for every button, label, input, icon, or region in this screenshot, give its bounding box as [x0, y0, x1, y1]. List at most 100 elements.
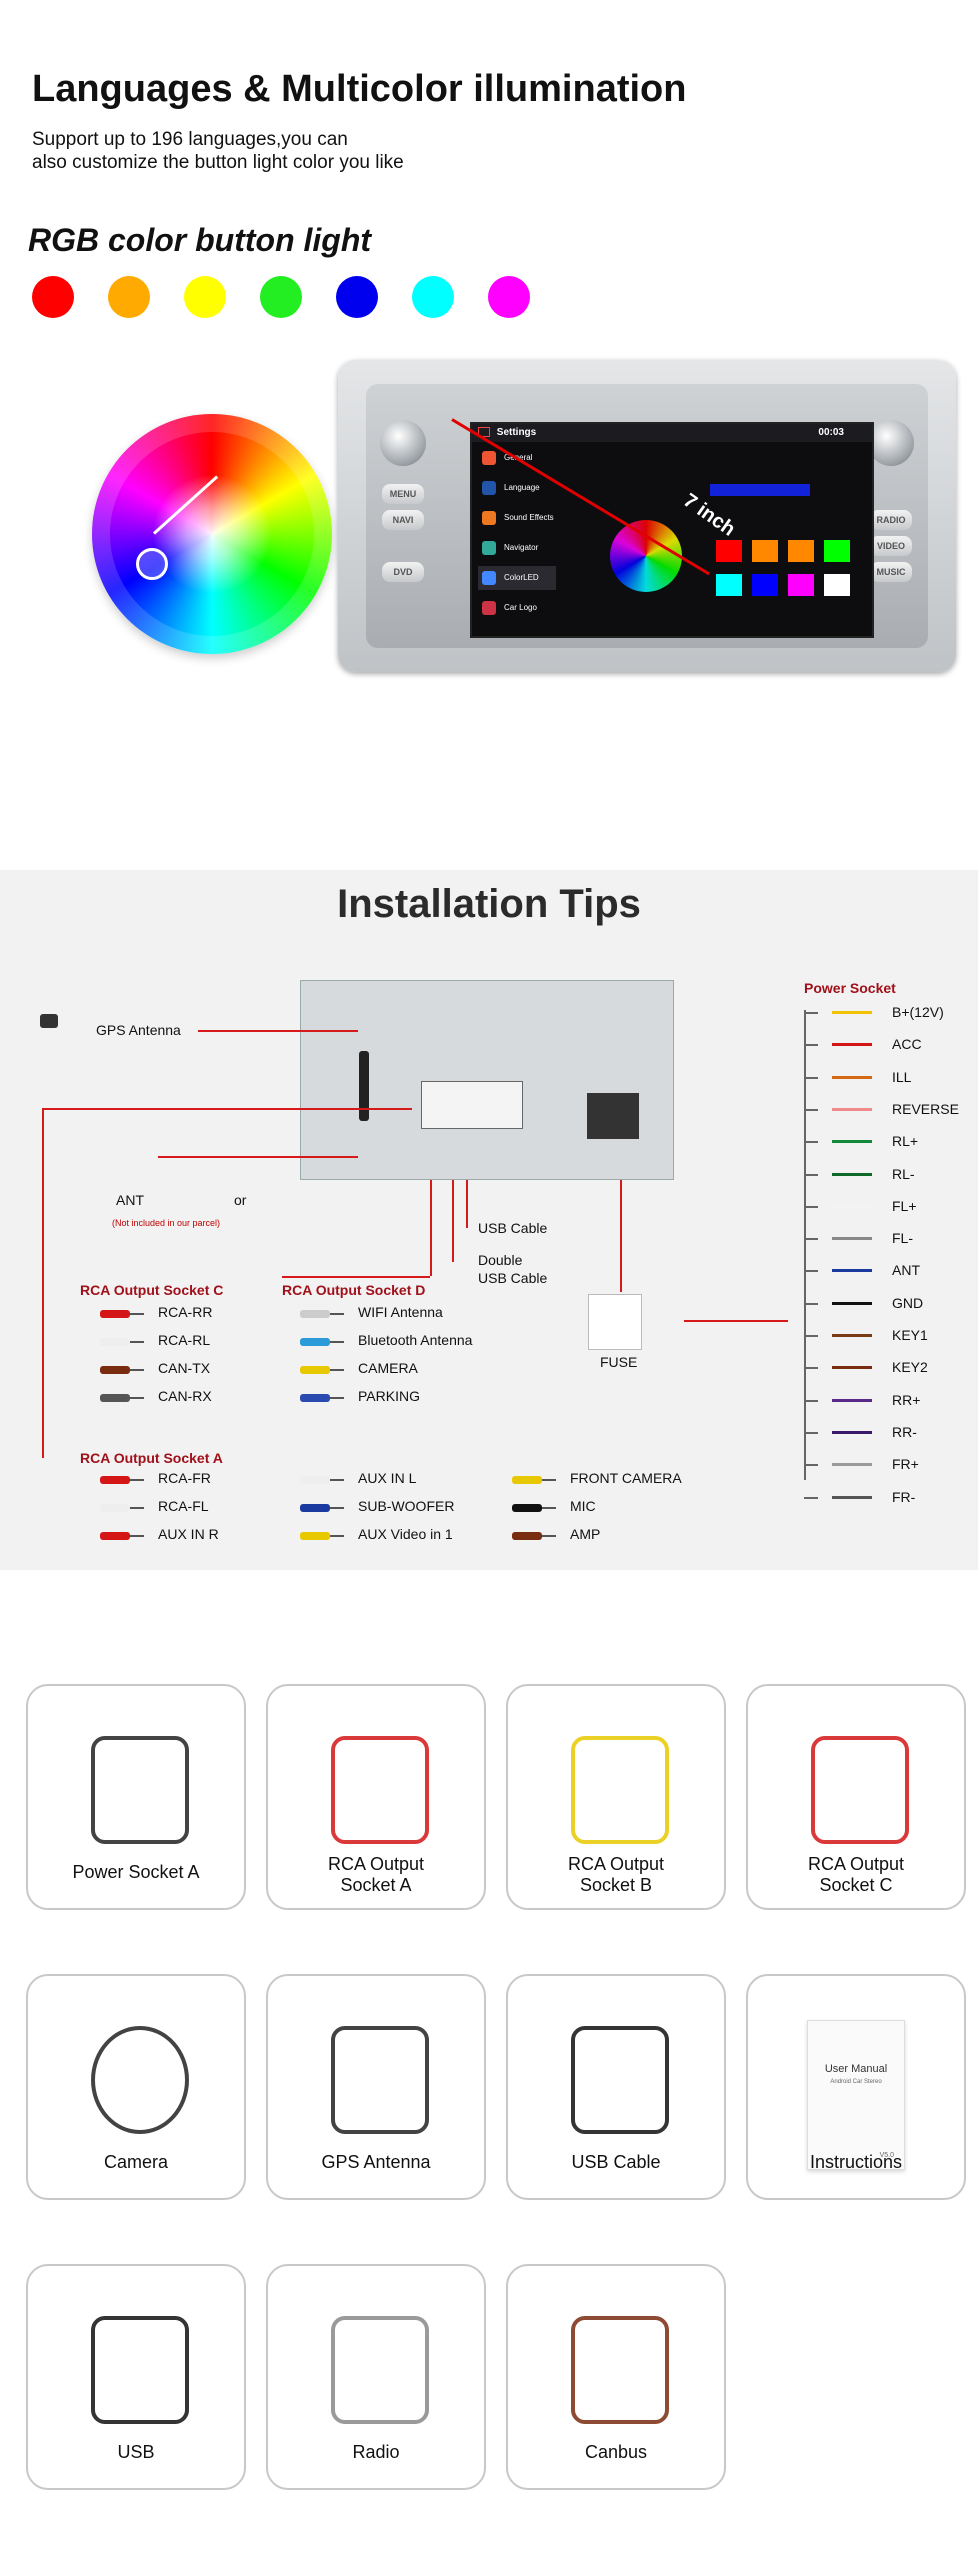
color-swatch — [824, 540, 850, 562]
power-label: RR+ — [892, 1391, 921, 1408]
double-usb-line — [452, 1180, 454, 1262]
power-connector — [587, 1093, 639, 1139]
socket-d-title: RCA Output Socket D — [282, 1282, 426, 1298]
power-tick — [804, 1464, 818, 1467]
color-wheel-center — [152, 474, 272, 594]
accessory-label: RCA Output — [567, 1854, 665, 1874]
power-tick — [804, 1399, 818, 1402]
rca-plug — [100, 1504, 144, 1512]
screen-clock: 00:03 — [818, 427, 844, 438]
fuse-line — [620, 1180, 622, 1292]
color-swatch — [716, 540, 742, 562]
power-wire — [832, 1075, 872, 1079]
accessory-shape — [331, 2026, 429, 2134]
power-bracket — [804, 1010, 806, 1480]
accessory-image — [61, 1716, 211, 1856]
color-swatch — [716, 574, 742, 596]
power-tick — [804, 1141, 818, 1144]
accessory-label: Instructions — [809, 2152, 903, 2172]
socket-d-line — [282, 1276, 430, 1278]
power-wire — [832, 1366, 872, 1370]
accessory-shape — [91, 1736, 189, 1844]
rca-label: RCA-RR — [158, 1304, 213, 1320]
color-swatch — [824, 574, 850, 596]
power-wire — [832, 1269, 872, 1273]
color-dot — [336, 276, 378, 318]
accessory-shape — [571, 2316, 669, 2424]
rca-plug — [300, 1532, 344, 1540]
power-label: KEY2 — [892, 1359, 928, 1376]
rca-plug — [512, 1532, 556, 1540]
color-swatch — [752, 540, 778, 562]
rca-plug — [300, 1394, 344, 1402]
head-unit-face: MENU NAVI DVD RADIO VIDEO MUSIC Settings… — [366, 384, 928, 648]
power-wire — [832, 1495, 872, 1499]
power-socket-title: Power Socket — [804, 980, 896, 996]
rca-plug — [100, 1366, 144, 1374]
settings-icon — [482, 571, 496, 585]
socket-a-hline — [42, 1108, 412, 1110]
socket-a-title: RCA Output Socket A — [80, 1450, 223, 1466]
accessory-card: Camera — [26, 1974, 246, 2200]
color-dot — [412, 276, 454, 318]
accessory-label: Radio — [352, 2442, 400, 2462]
rca-plug — [100, 1310, 144, 1318]
rca-label: RCA-FL — [158, 1498, 209, 1514]
rca-label: AUX Video in 1 — [358, 1526, 453, 1542]
not-included-note: (Not included in our parcel) — [112, 1218, 221, 1228]
power-label: ANT — [892, 1262, 920, 1279]
power-tick — [804, 1108, 818, 1111]
head-unit-screen: Settings 00:03 GeneralLanguageSound Effe… — [470, 422, 874, 638]
accessory-image — [541, 2296, 691, 2436]
power-label: KEY1 — [892, 1327, 928, 1343]
illumination-section: Languages & Multicolor illumination Supp… — [0, 0, 978, 680]
power-label: ILL — [892, 1068, 912, 1085]
rca-label: AUX IN L — [358, 1470, 417, 1486]
color-dot — [108, 276, 150, 318]
accessory-card: Radio — [266, 2264, 486, 2490]
accessory-image — [541, 1716, 691, 1856]
settings-icon — [482, 451, 496, 465]
power-label: REVERSE — [892, 1100, 959, 1117]
socket-c-title: RCA Output Socket C — [80, 1282, 224, 1298]
power-tick — [804, 1044, 818, 1047]
power-label: GND — [892, 1294, 924, 1311]
accessory-label-line2: Socket B — [579, 1875, 653, 1895]
menu-button: MENU — [382, 484, 424, 504]
accessory-card: Canbus — [506, 2264, 726, 2490]
rca-label: CAMERA — [358, 1360, 418, 1376]
accessory-shape — [331, 2316, 429, 2424]
settings-menu-item: Navigator — [478, 536, 556, 560]
accessory-image — [301, 2296, 451, 2436]
accessory-label-line2: Socket A — [340, 1875, 412, 1895]
manual-subtitle: Android Car Stereo — [830, 2079, 882, 2085]
accessory-card: Power Socket A — [26, 1684, 246, 1910]
rca-plug — [100, 1532, 144, 1540]
color-wheel-knob — [136, 548, 168, 580]
rca-plug — [300, 1338, 344, 1346]
manual-title: User Manual — [824, 2063, 888, 2075]
settings-menu-label: Car Logo — [504, 603, 537, 612]
screen-status-bar: Settings 00:03 — [472, 424, 872, 442]
color-swatch — [788, 540, 814, 562]
color-dot — [260, 276, 302, 318]
rca-label: RCA-FR — [158, 1470, 211, 1486]
power-wire — [832, 1301, 872, 1305]
power-label: FR- — [892, 1488, 916, 1505]
accessory-shape — [571, 1736, 669, 1844]
ant-line — [158, 1156, 358, 1158]
screen-title: Settings — [496, 427, 537, 438]
rca-label: AUX IN R — [158, 1526, 219, 1542]
power-label: RL+ — [892, 1133, 919, 1150]
fuse-label: FUSE — [600, 1354, 638, 1370]
power-tick — [804, 1496, 818, 1499]
color-swatch — [788, 574, 814, 596]
accessory-shape — [91, 2316, 189, 2424]
unit-back-panel — [300, 980, 674, 1180]
settings-icon — [482, 541, 496, 555]
rca-label: AMP — [570, 1526, 601, 1542]
dvd-button: DVD — [382, 562, 424, 582]
power-label: FR+ — [892, 1456, 919, 1473]
